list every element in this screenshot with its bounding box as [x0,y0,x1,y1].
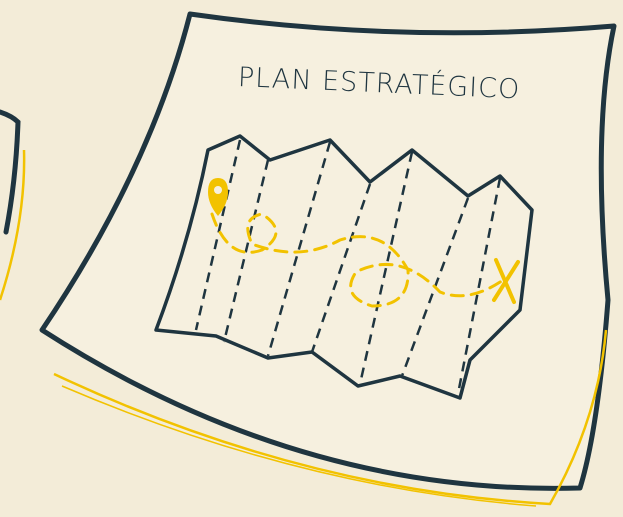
location-pin-icon [208,178,228,216]
map-route [210,212,508,308]
folded-map [154,134,534,400]
paper-shadow-line [53,329,608,506]
x-mark-icon [492,258,520,304]
left-sheet-edge [0,109,26,301]
paper-shadow-line-2 [61,385,537,507]
